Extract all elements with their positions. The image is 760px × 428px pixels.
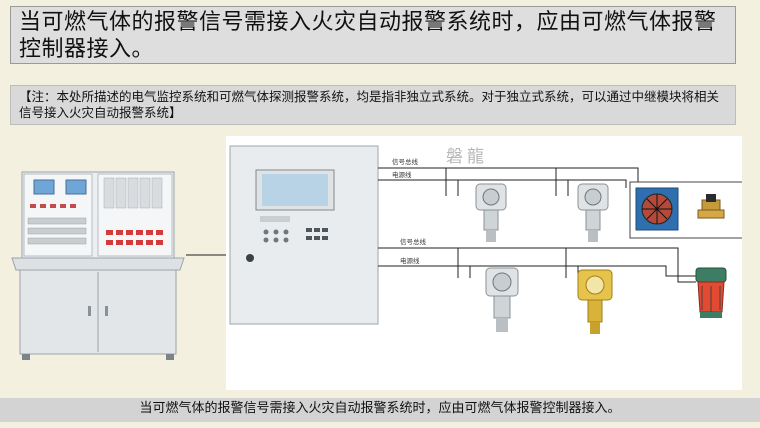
wiring-diagram: 磐龍 信号总线 电源线	[229, 145, 747, 334]
gas-detector-1	[475, 183, 507, 242]
power-line-label-top: 电源线	[392, 170, 412, 179]
linkage-devices-box	[629, 181, 747, 239]
fire-alarm-console	[11, 171, 185, 360]
gas-detector-3	[485, 267, 519, 332]
gas-detector-2	[577, 183, 609, 242]
watermark-text: 磐龍	[446, 147, 488, 167]
gas-detection-diagram: 磐龍 信号总线 电源线	[226, 136, 747, 390]
alarm-strobe-light	[695, 267, 727, 318]
signal-bus-label-top: 信号总线	[392, 157, 419, 166]
bottom-bus-wires	[378, 247, 696, 283]
slide-title: 当可燃气体的报警信号需接入火灾自动报警系统时，应由可燃气体报警控制器接入。	[10, 6, 736, 64]
top-bus-wires	[378, 167, 639, 196]
power-line-label-bottom: 电源线	[400, 256, 420, 265]
note-box: 【注：本处所描述的电气监控系统和可燃气体探测报警系统，均是指非独立式系统。对于独…	[10, 85, 736, 125]
gas-alarm-controller	[229, 145, 379, 325]
signal-bus-label-bottom: 信号总线	[400, 237, 427, 246]
footer-caption: 当可燃气体的报警信号需接入火灾自动报警系统时，应由可燃气体报警控制器接入。	[0, 398, 760, 422]
gas-detector-4	[577, 269, 613, 334]
